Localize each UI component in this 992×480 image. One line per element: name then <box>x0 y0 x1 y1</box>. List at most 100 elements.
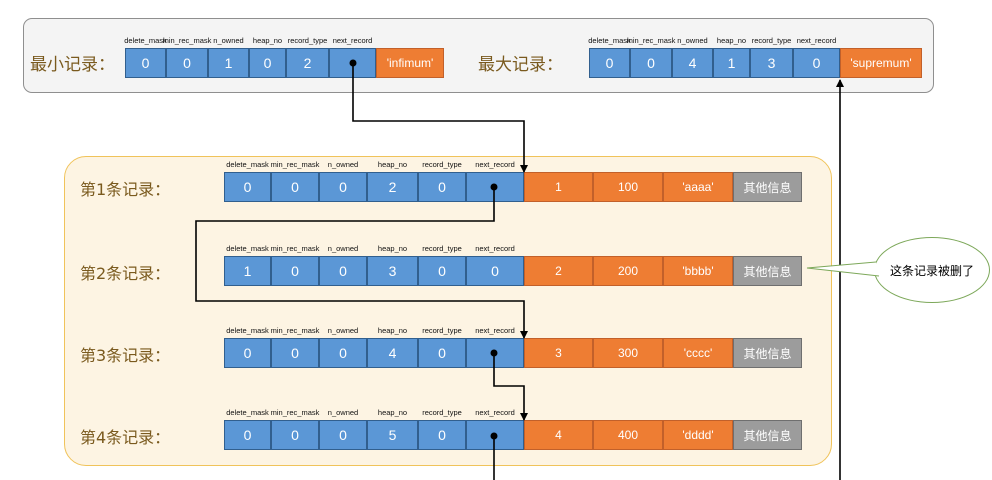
infimum-tag: 'infimum' <box>376 48 444 78</box>
supremum-field-min-rec-mask: 0 <box>630 48 672 78</box>
record-3-label: 第3条记录： <box>80 346 171 365</box>
column-header: delete_mask <box>588 36 631 45</box>
record-2-min-rec-mask: 0 <box>271 256 319 286</box>
column-header: min_rec_mask <box>626 36 676 45</box>
record-4-min-rec-mask: 0 <box>271 420 319 450</box>
record-3-min-rec-mask: 0 <box>271 338 319 368</box>
column-header: min_rec_mask <box>162 36 212 45</box>
record-3-data-2: 'cccc' <box>663 338 733 368</box>
record-1-data-0: 1 <box>524 172 593 202</box>
pointer-origin-dot <box>490 349 498 357</box>
record-3-heap-no: 4 <box>367 338 418 368</box>
column-header: heap_no <box>377 160 408 169</box>
record-2-n-owned: 0 <box>319 256 367 286</box>
record-1-min-rec-mask: 0 <box>271 172 319 202</box>
infimum-label: 最小记录： <box>30 55 115 75</box>
record-4-next-record <box>466 420 524 450</box>
record-2-label: 第2条记录： <box>80 264 171 283</box>
record-1-label: 第1条记录： <box>80 180 171 199</box>
column-header: delete_mask <box>226 326 269 335</box>
record-2-record-type: 0 <box>418 256 466 286</box>
column-header: delete_mask <box>226 408 269 417</box>
record-2-other-info: 其他信息 <box>733 256 802 286</box>
record-4-data-2: 'dddd' <box>663 420 733 450</box>
record-2-data-1: 200 <box>593 256 663 286</box>
column-header: n_owned <box>677 36 708 45</box>
record-1-data-2: 'aaaa' <box>663 172 733 202</box>
record-1-other-info: 其他信息 <box>733 172 802 202</box>
column-header: n_owned <box>327 244 359 253</box>
pointer-infimum-to-record-1 <box>352 63 528 173</box>
column-header: n_owned <box>213 36 244 45</box>
column-header: n_owned <box>327 160 359 169</box>
infimum-field-n-owned: 1 <box>208 48 249 78</box>
column-header: next_record <box>332 36 373 45</box>
column-header: record_type <box>751 36 792 45</box>
record-1-n-owned: 0 <box>319 172 367 202</box>
column-header: min_rec_mask <box>270 244 320 253</box>
record-2-delete-mask: 1 <box>224 256 271 286</box>
record-1-data-1: 100 <box>593 172 663 202</box>
deleted-record-callout: 这条记录被删了 <box>874 237 990 303</box>
column-header: record_type <box>422 326 462 335</box>
column-header: next_record <box>475 244 515 253</box>
record-3-delete-mask: 0 <box>224 338 271 368</box>
column-header: min_rec_mask <box>270 326 320 335</box>
pointer-record-1-to-record-3 <box>195 187 528 339</box>
record-1-heap-no: 2 <box>367 172 418 202</box>
column-header: record_type <box>287 36 328 45</box>
record-2-data-0: 2 <box>524 256 593 286</box>
pointer-origin-dot <box>349 59 357 67</box>
column-header: delete_mask <box>226 160 269 169</box>
supremum-field-delete-mask: 0 <box>589 48 630 78</box>
supremum-label: 最大记录： <box>478 55 563 75</box>
infimum-field-heap-no: 0 <box>249 48 286 78</box>
callout-pointer <box>806 261 880 277</box>
record-4-record-type: 0 <box>418 420 466 450</box>
column-header: heap_no <box>252 36 283 45</box>
column-header: next_record <box>475 160 515 169</box>
column-header: min_rec_mask <box>270 408 320 417</box>
infimum-field-record-type: 2 <box>286 48 329 78</box>
column-header: delete_mask <box>226 244 269 253</box>
record-4-delete-mask: 0 <box>224 420 271 450</box>
column-header: next_record <box>475 408 515 417</box>
column-header: record_type <box>422 160 462 169</box>
supremum-field-next-record: 0 <box>793 48 840 78</box>
record-1-delete-mask: 0 <box>224 172 271 202</box>
record-3-n-owned: 0 <box>319 338 367 368</box>
record-4-n-owned: 0 <box>319 420 367 450</box>
user-records-panel <box>64 156 832 466</box>
column-header: n_owned <box>327 408 359 417</box>
column-header: delete_mask <box>124 36 167 45</box>
record-3-data-1: 300 <box>593 338 663 368</box>
record-2-data-2: 'bbbb' <box>663 256 733 286</box>
supremum-tag: 'supremum' <box>840 48 922 78</box>
column-header: n_owned <box>327 326 359 335</box>
column-header: heap_no <box>377 326 408 335</box>
column-header: heap_no <box>377 244 408 253</box>
infimum-field-min-rec-mask: 0 <box>166 48 208 78</box>
record-4-data-1: 400 <box>593 420 663 450</box>
callout-text: 这条记录被删了 <box>889 263 974 278</box>
supremum-field-n-owned: 4 <box>672 48 713 78</box>
column-header: min_rec_mask <box>270 160 320 169</box>
record-1-record-type: 0 <box>418 172 466 202</box>
column-header: record_type <box>422 244 462 253</box>
column-header: heap_no <box>377 408 408 417</box>
record-4-label: 第4条记录： <box>80 428 171 447</box>
supremum-field-record-type: 3 <box>750 48 793 78</box>
record-3-other-info: 其他信息 <box>733 338 802 368</box>
pointer-record-3-to-record-4 <box>493 353 528 421</box>
record-2-next-record: 0 <box>466 256 524 286</box>
supremum-field-heap-no: 1 <box>713 48 750 78</box>
record-3-data-0: 3 <box>524 338 593 368</box>
pointer-origin-dot <box>490 432 498 440</box>
infimum-field-delete-mask: 0 <box>125 48 166 78</box>
column-header: record_type <box>422 408 462 417</box>
pointer-origin-dot <box>490 183 498 191</box>
record-3-record-type: 0 <box>418 338 466 368</box>
record-2-heap-no: 3 <box>367 256 418 286</box>
column-header: next_record <box>796 36 837 45</box>
